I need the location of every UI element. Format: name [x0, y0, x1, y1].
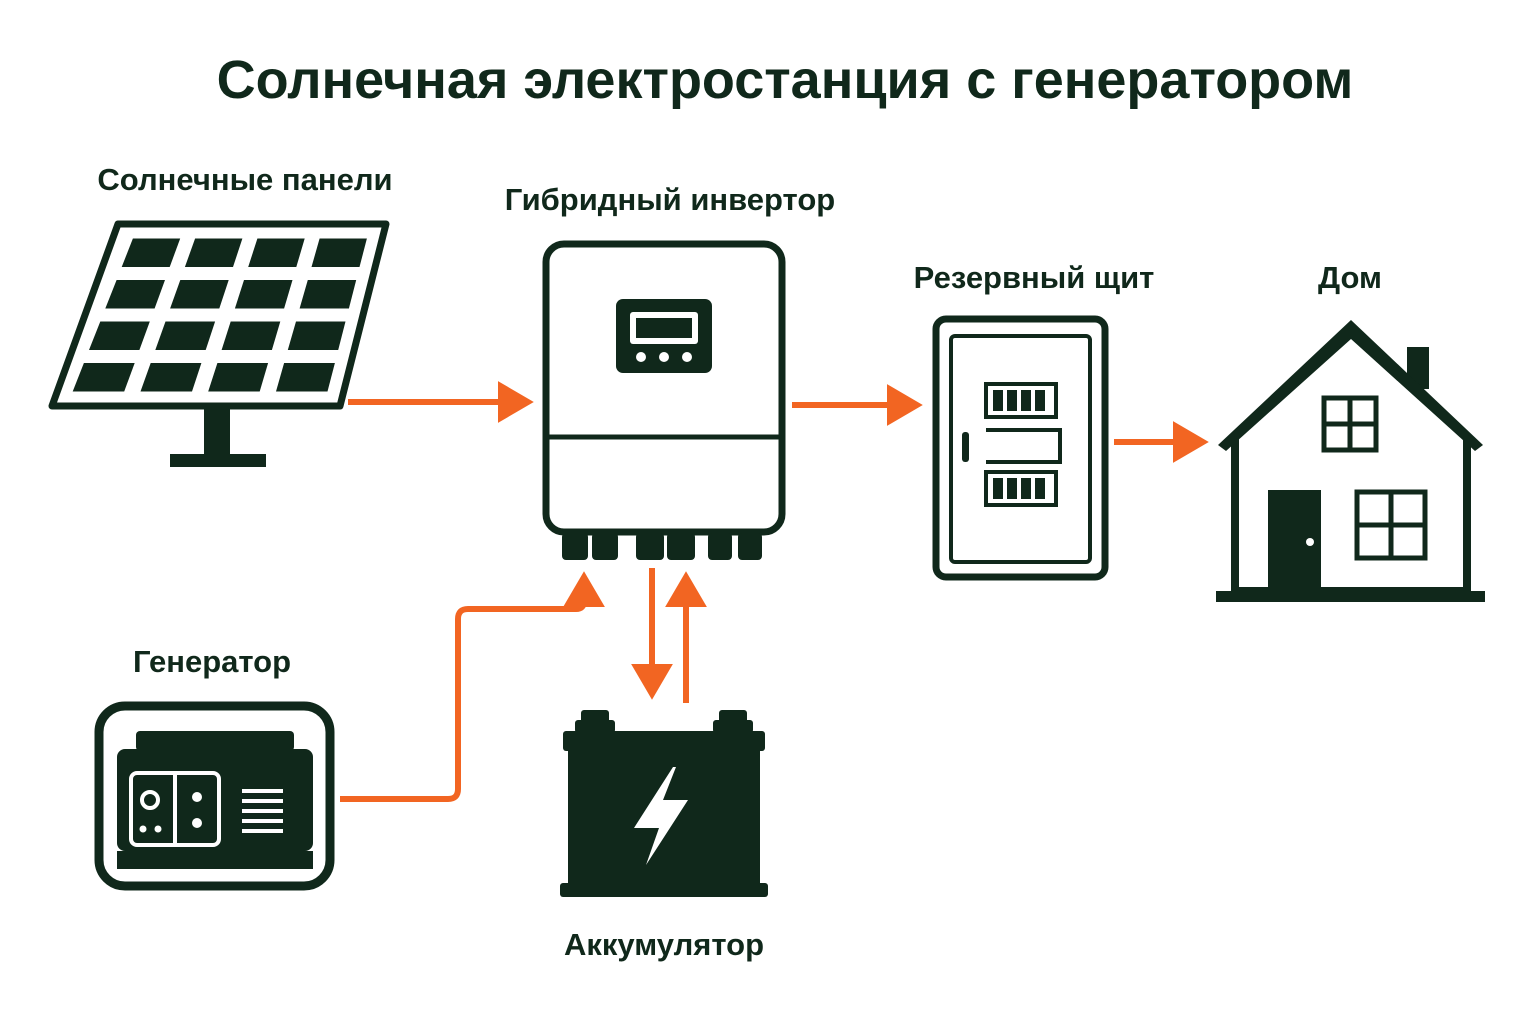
solar-cell	[234, 280, 293, 309]
solar-panel-icon	[48, 220, 390, 467]
solar-cell	[184, 238, 243, 267]
breaker	[993, 478, 1003, 499]
inverter-label: Гибридный инвертор	[505, 182, 835, 217]
solar-cell	[299, 280, 357, 309]
solar-cell	[221, 321, 281, 350]
solar-cell	[72, 363, 135, 392]
breaker	[1035, 478, 1045, 499]
breaker	[1021, 390, 1031, 411]
solar-cell	[89, 321, 150, 350]
solar-cell	[140, 363, 202, 392]
solar-cell	[287, 321, 346, 350]
solar-cell	[155, 321, 216, 350]
solar-cell	[105, 280, 165, 309]
electrical-panel-icon	[932, 315, 1109, 581]
solar-cell	[170, 280, 229, 309]
hybrid-inverter-icon	[542, 240, 786, 560]
breaker	[1021, 478, 1031, 499]
generator-label: Генератор	[133, 644, 291, 679]
solar-cell	[311, 238, 367, 267]
flow-arrows	[340, 381, 1209, 802]
solar-cells	[72, 238, 367, 392]
panel-board-label: Резервный щит	[914, 260, 1155, 295]
solar-cell	[208, 363, 269, 392]
house-icon	[1216, 320, 1485, 602]
generator-icon	[94, 701, 335, 891]
breaker	[1035, 390, 1045, 411]
generator-vents	[242, 789, 283, 833]
solar-cell	[248, 238, 305, 267]
battery-label: Аккумулятор	[564, 927, 764, 962]
breaker	[1007, 478, 1017, 499]
breaker	[993, 390, 1003, 411]
house-label: Дом	[1318, 260, 1382, 295]
solar-cell	[276, 363, 335, 392]
breaker	[1007, 390, 1017, 411]
circuit-breakers	[993, 390, 1045, 499]
battery-icon	[560, 710, 768, 897]
page-title: Солнечная электростанция с генератором	[217, 50, 1354, 110]
arrow-generator-to-inverter	[340, 571, 605, 802]
solar-cell	[121, 238, 181, 267]
solar-panels-label: Солнечные панели	[97, 162, 392, 197]
inverter-connectors	[562, 533, 762, 560]
